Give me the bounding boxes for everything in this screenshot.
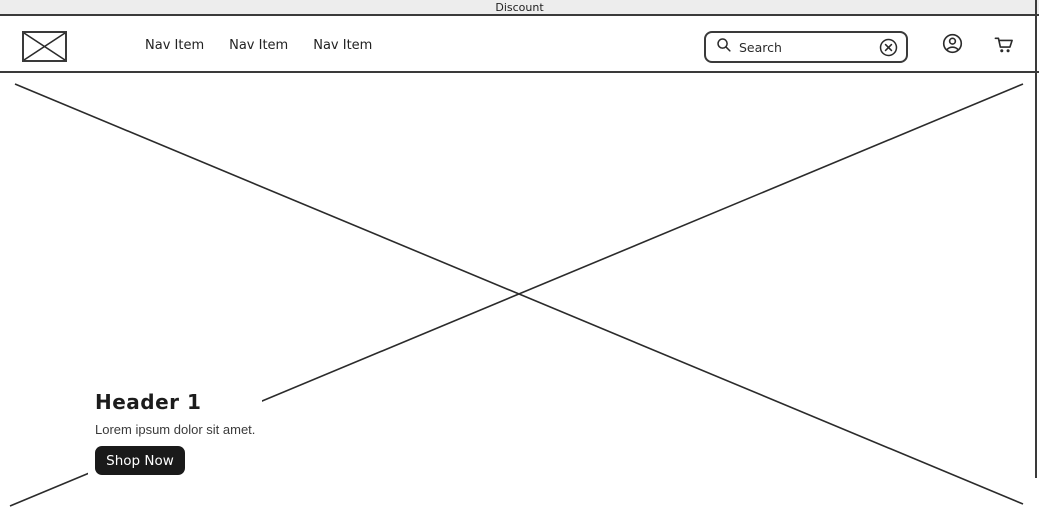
clear-circle-icon[interactable] bbox=[879, 38, 898, 57]
nav-item-3[interactable]: Nav Item bbox=[313, 38, 373, 53]
image-placeholder-icon bbox=[23, 32, 66, 61]
page-right-border bbox=[1035, 0, 1037, 478]
hero-heading: Header 1 bbox=[95, 390, 202, 414]
search-box[interactable] bbox=[704, 31, 908, 63]
hero-body-text: Lorem ipsum dolor sit amet. bbox=[95, 422, 256, 437]
navbar: Nav Item Nav Item Nav Item bbox=[0, 18, 1039, 73]
account-icon bbox=[942, 33, 963, 58]
cart-button[interactable] bbox=[992, 35, 1014, 57]
main-nav: Nav Item Nav Item Nav Item bbox=[145, 18, 372, 73]
hero-section: Header 1 Lorem ipsum dolor sit amet. Sho… bbox=[0, 75, 1039, 509]
nav-item-2[interactable]: Nav Item bbox=[229, 38, 289, 53]
announcement-bar: Discount bbox=[0, 0, 1039, 16]
search-input[interactable] bbox=[739, 39, 879, 55]
account-button[interactable] bbox=[941, 33, 963, 58]
logo-image-placeholder[interactable] bbox=[22, 31, 67, 62]
hero-content: Header 1 Lorem ipsum dolor sit amet. Sho… bbox=[88, 388, 262, 480]
nav-item-1[interactable]: Nav Item bbox=[145, 38, 205, 53]
shop-now-button[interactable]: Shop Now bbox=[95, 446, 185, 476]
announcement-text: Discount bbox=[495, 0, 544, 14]
search-icon bbox=[716, 37, 732, 57]
cart-icon bbox=[993, 34, 1014, 59]
